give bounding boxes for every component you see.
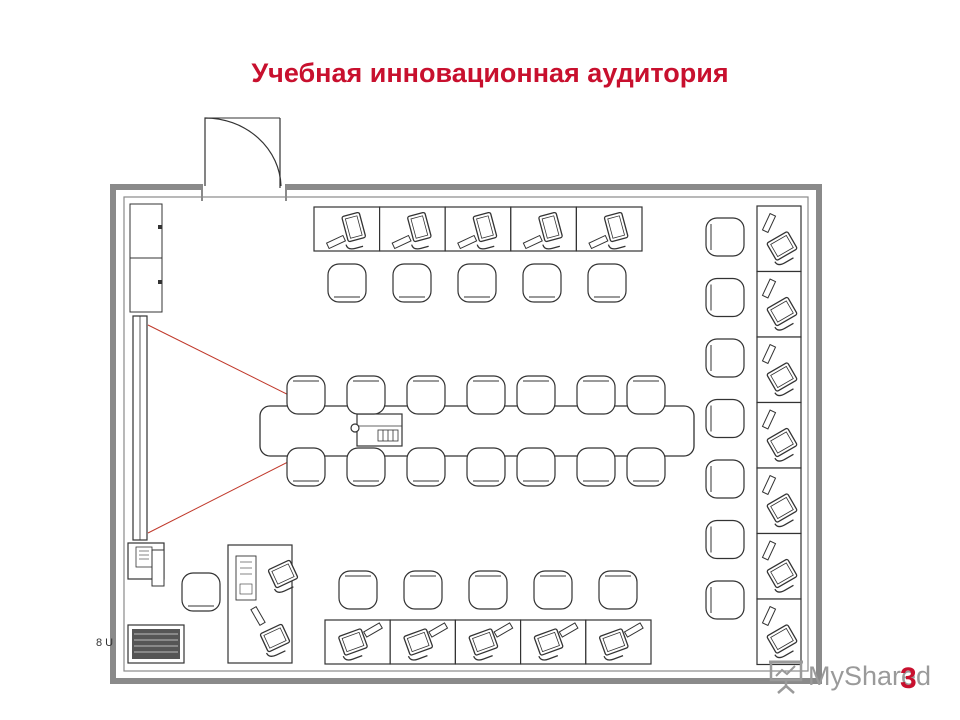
chair	[346, 447, 386, 487]
chair	[403, 570, 443, 610]
pc-station	[519, 619, 587, 665]
chair	[626, 375, 666, 415]
chair	[705, 580, 745, 620]
chair	[406, 447, 446, 487]
chair	[576, 375, 616, 415]
chair	[338, 570, 378, 610]
chair	[286, 447, 326, 487]
pc-station	[389, 619, 457, 665]
chair	[705, 398, 745, 439]
presentation-board-icon	[769, 660, 803, 694]
page-title: Учебная инновационная аудитория	[251, 58, 729, 88]
pc-station	[756, 598, 802, 666]
chair	[626, 447, 666, 487]
chair	[576, 447, 616, 487]
chair	[533, 570, 573, 610]
chair	[466, 447, 506, 487]
chair	[522, 263, 562, 303]
pc-station	[585, 619, 652, 665]
pc-station	[756, 205, 802, 273]
chair	[705, 459, 745, 499]
chair	[705, 277, 745, 318]
chair	[587, 263, 627, 303]
chair	[466, 375, 506, 415]
chair	[327, 263, 367, 303]
pc-station	[379, 206, 446, 252]
pc-station	[575, 206, 643, 252]
logo-text: MyShared	[808, 660, 932, 691]
pc-station	[454, 619, 522, 665]
door-swing	[204, 117, 282, 187]
pc-station	[313, 206, 381, 252]
chair	[406, 375, 446, 415]
chair	[392, 263, 432, 303]
printer-icon	[127, 542, 165, 587]
chair	[705, 338, 745, 378]
chair	[346, 375, 386, 415]
pc-station	[756, 270, 802, 338]
chair	[705, 217, 745, 257]
pc-station	[510, 206, 577, 252]
chair	[516, 447, 556, 487]
chair	[286, 375, 326, 415]
rack-label: 8 U	[96, 637, 114, 649]
pc-station	[756, 532, 802, 600]
pc-station	[756, 467, 802, 535]
chair	[468, 570, 508, 610]
pc-station	[324, 619, 391, 665]
pc-station	[444, 206, 512, 252]
chair	[598, 570, 638, 610]
page-number: 3	[900, 662, 917, 695]
pc-station	[756, 401, 802, 469]
wall-cabinet	[129, 203, 163, 313]
projector-icon	[350, 413, 403, 447]
teacher-desk	[227, 544, 302, 664]
pc-station	[756, 336, 802, 404]
server-rack-icon	[127, 624, 185, 664]
chair	[516, 375, 556, 415]
projection-screen	[132, 315, 148, 541]
chair	[457, 263, 497, 303]
room-walls	[110, 184, 822, 684]
chair	[705, 519, 745, 560]
myshared-logo: MyShared	[768, 658, 931, 694]
teacher-chair	[181, 572, 221, 612]
